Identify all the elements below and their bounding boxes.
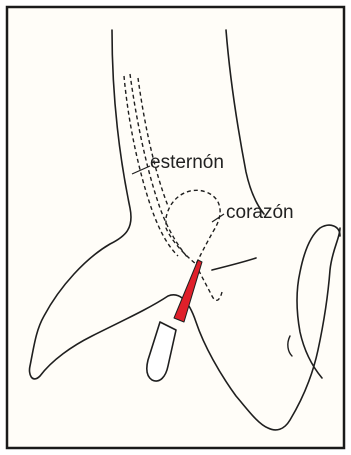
sternum-label: esternón: [150, 152, 224, 173]
paper-background: [7, 7, 344, 448]
heart-label: corazón: [226, 202, 294, 223]
